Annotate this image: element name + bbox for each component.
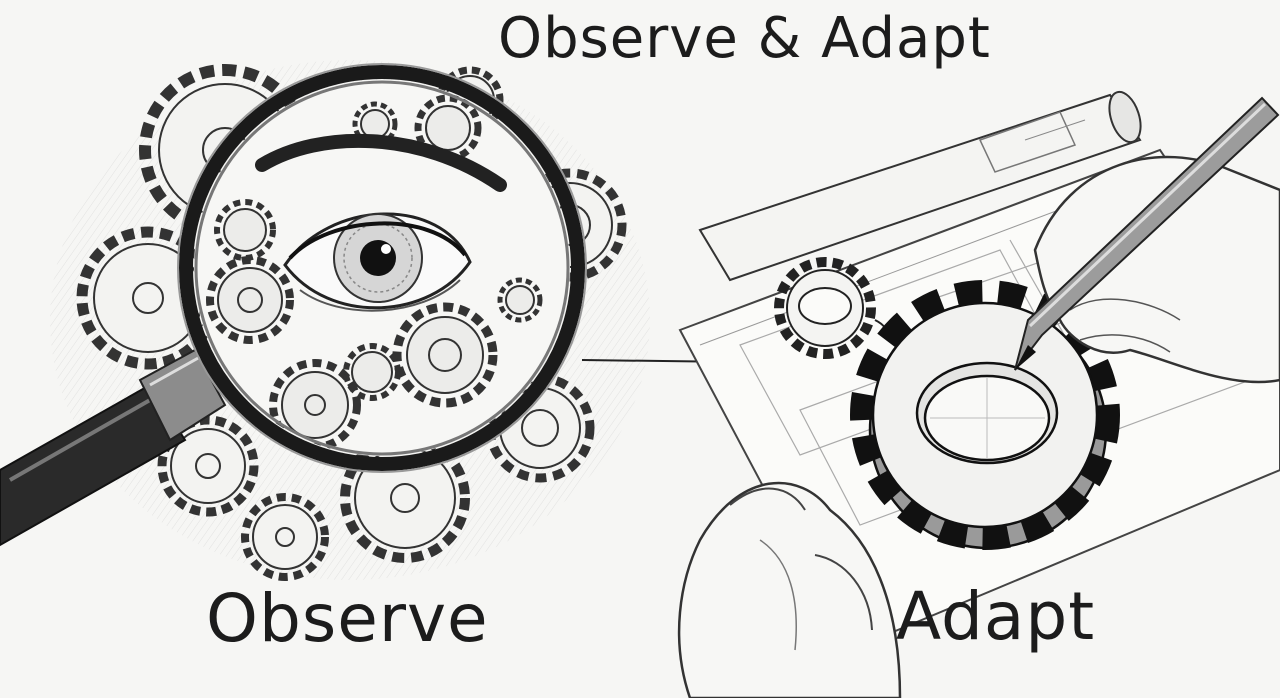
- large-gear-icon: [850, 280, 1120, 550]
- adapt-label: Adapt: [896, 578, 1096, 655]
- gear-icon: [414, 94, 482, 162]
- eye-icon: [283, 212, 472, 312]
- magnifier-handle: [0, 348, 227, 547]
- observe-label: Observe: [206, 580, 489, 657]
- eyebrow: [255, 133, 507, 192]
- gear-icon: [241, 493, 329, 581]
- gear-icon: [392, 302, 498, 408]
- gear-icon: [343, 343, 401, 401]
- gear-icon: [157, 415, 259, 517]
- page-title: Observe & Adapt: [498, 6, 991, 71]
- rolled-paper: [698, 90, 1142, 282]
- gear-icon: [774, 257, 876, 359]
- holding-hand: [677, 481, 902, 698]
- gear-icon: [214, 199, 276, 261]
- gear-icon: [340, 433, 470, 563]
- magnifier-rim: [177, 63, 587, 473]
- background-gears: [76, 64, 627, 581]
- gear-icon: [497, 277, 543, 323]
- magnifier-lens-content: [194, 80, 570, 456]
- pencil-icon: [1014, 96, 1280, 371]
